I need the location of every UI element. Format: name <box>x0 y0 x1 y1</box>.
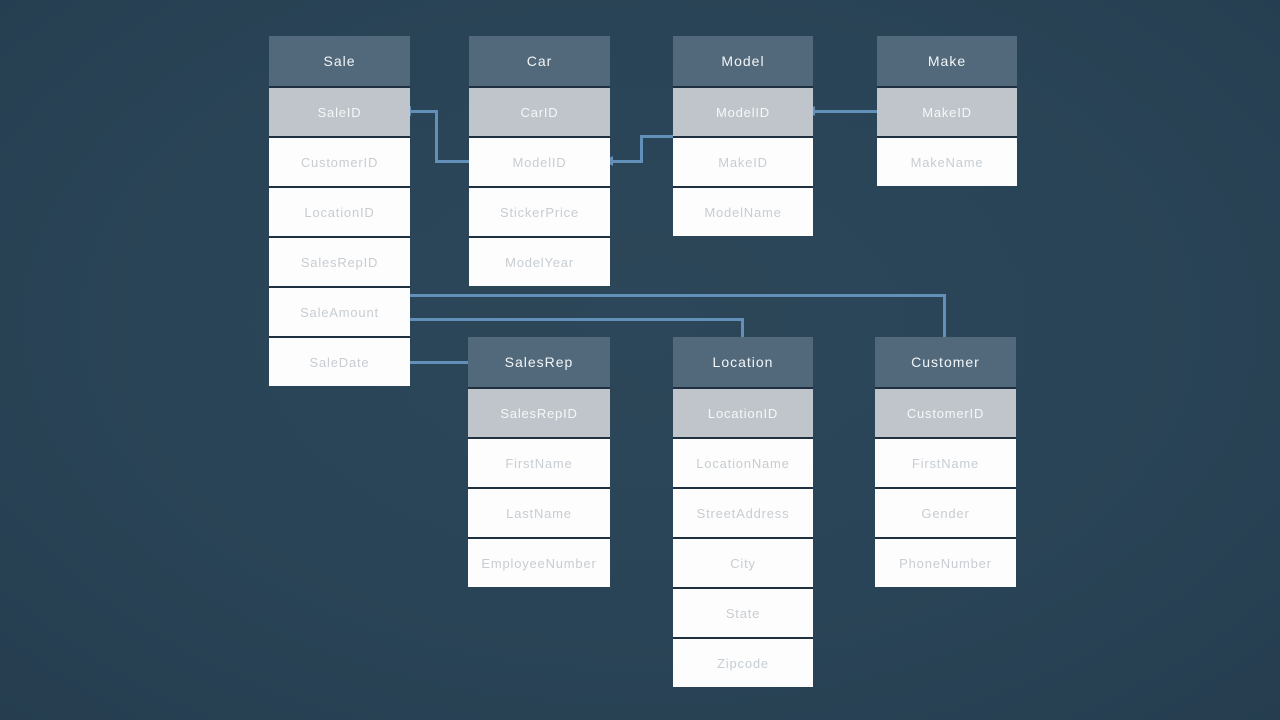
field-row: ModelYear <box>469 238 610 286</box>
pk-row: LocationID <box>673 389 813 437</box>
relationship-line <box>410 110 438 113</box>
field-row: State <box>673 589 813 637</box>
relationship-line <box>640 135 674 138</box>
table-title: Sale <box>269 36 410 86</box>
pk-row: ModelID <box>673 88 813 136</box>
field-row: MakeName <box>877 138 1017 186</box>
pk-row: CarID <box>469 88 610 136</box>
field-row: LastName <box>468 489 610 537</box>
relationship-line <box>410 318 744 321</box>
field-row: StickerPrice <box>469 188 610 236</box>
pk-row: CustomerID <box>875 389 1016 437</box>
relationship-line <box>435 110 438 163</box>
table-car: Car CarID ModelID StickerPrice ModelYear <box>469 36 610 286</box>
field-row: FirstName <box>875 439 1016 487</box>
relationship-line <box>410 361 469 364</box>
relationship-line <box>610 160 643 163</box>
relationship-line <box>812 110 877 113</box>
pk-row: SalesRepID <box>468 389 610 437</box>
field-row: City <box>673 539 813 587</box>
table-title: SalesRep <box>468 337 610 387</box>
table-title: Customer <box>875 337 1016 387</box>
table-model: Model ModelID MakeID ModelName <box>673 36 813 236</box>
field-row: CustomerID <box>269 138 410 186</box>
field-row: SaleDate <box>269 338 410 386</box>
table-title: Make <box>877 36 1017 86</box>
relationship-line <box>741 318 744 337</box>
field-row: Gender <box>875 489 1016 537</box>
table-customer: Customer CustomerID FirstName Gender Pho… <box>875 337 1016 587</box>
field-row: SalesRepID <box>269 238 410 286</box>
table-sale: Sale SaleID CustomerID LocationID SalesR… <box>269 36 410 386</box>
table-salesrep: SalesRep SalesRepID FirstName LastName E… <box>468 337 610 587</box>
field-row: ModelID <box>469 138 610 186</box>
field-row: Zipcode <box>673 639 813 687</box>
field-row: StreetAddress <box>673 489 813 537</box>
field-row: PhoneNumber <box>875 539 1016 587</box>
field-row: SaleAmount <box>269 288 410 336</box>
table-title: Car <box>469 36 610 86</box>
table-make: Make MakeID MakeName <box>877 36 1017 186</box>
table-location: Location LocationID LocationName StreetA… <box>673 337 813 687</box>
pk-row: MakeID <box>877 88 1017 136</box>
field-row: ModelName <box>673 188 813 236</box>
table-title: Model <box>673 36 813 86</box>
relationship-line <box>943 294 946 337</box>
field-row: EmployeeNumber <box>468 539 610 587</box>
field-row: FirstName <box>468 439 610 487</box>
pk-row: SaleID <box>269 88 410 136</box>
relationship-line <box>410 294 946 297</box>
relationship-line <box>435 160 469 163</box>
table-title: Location <box>673 337 813 387</box>
field-row: LocationID <box>269 188 410 236</box>
field-row: LocationName <box>673 439 813 487</box>
field-row: MakeID <box>673 138 813 186</box>
relationship-line <box>640 135 643 163</box>
